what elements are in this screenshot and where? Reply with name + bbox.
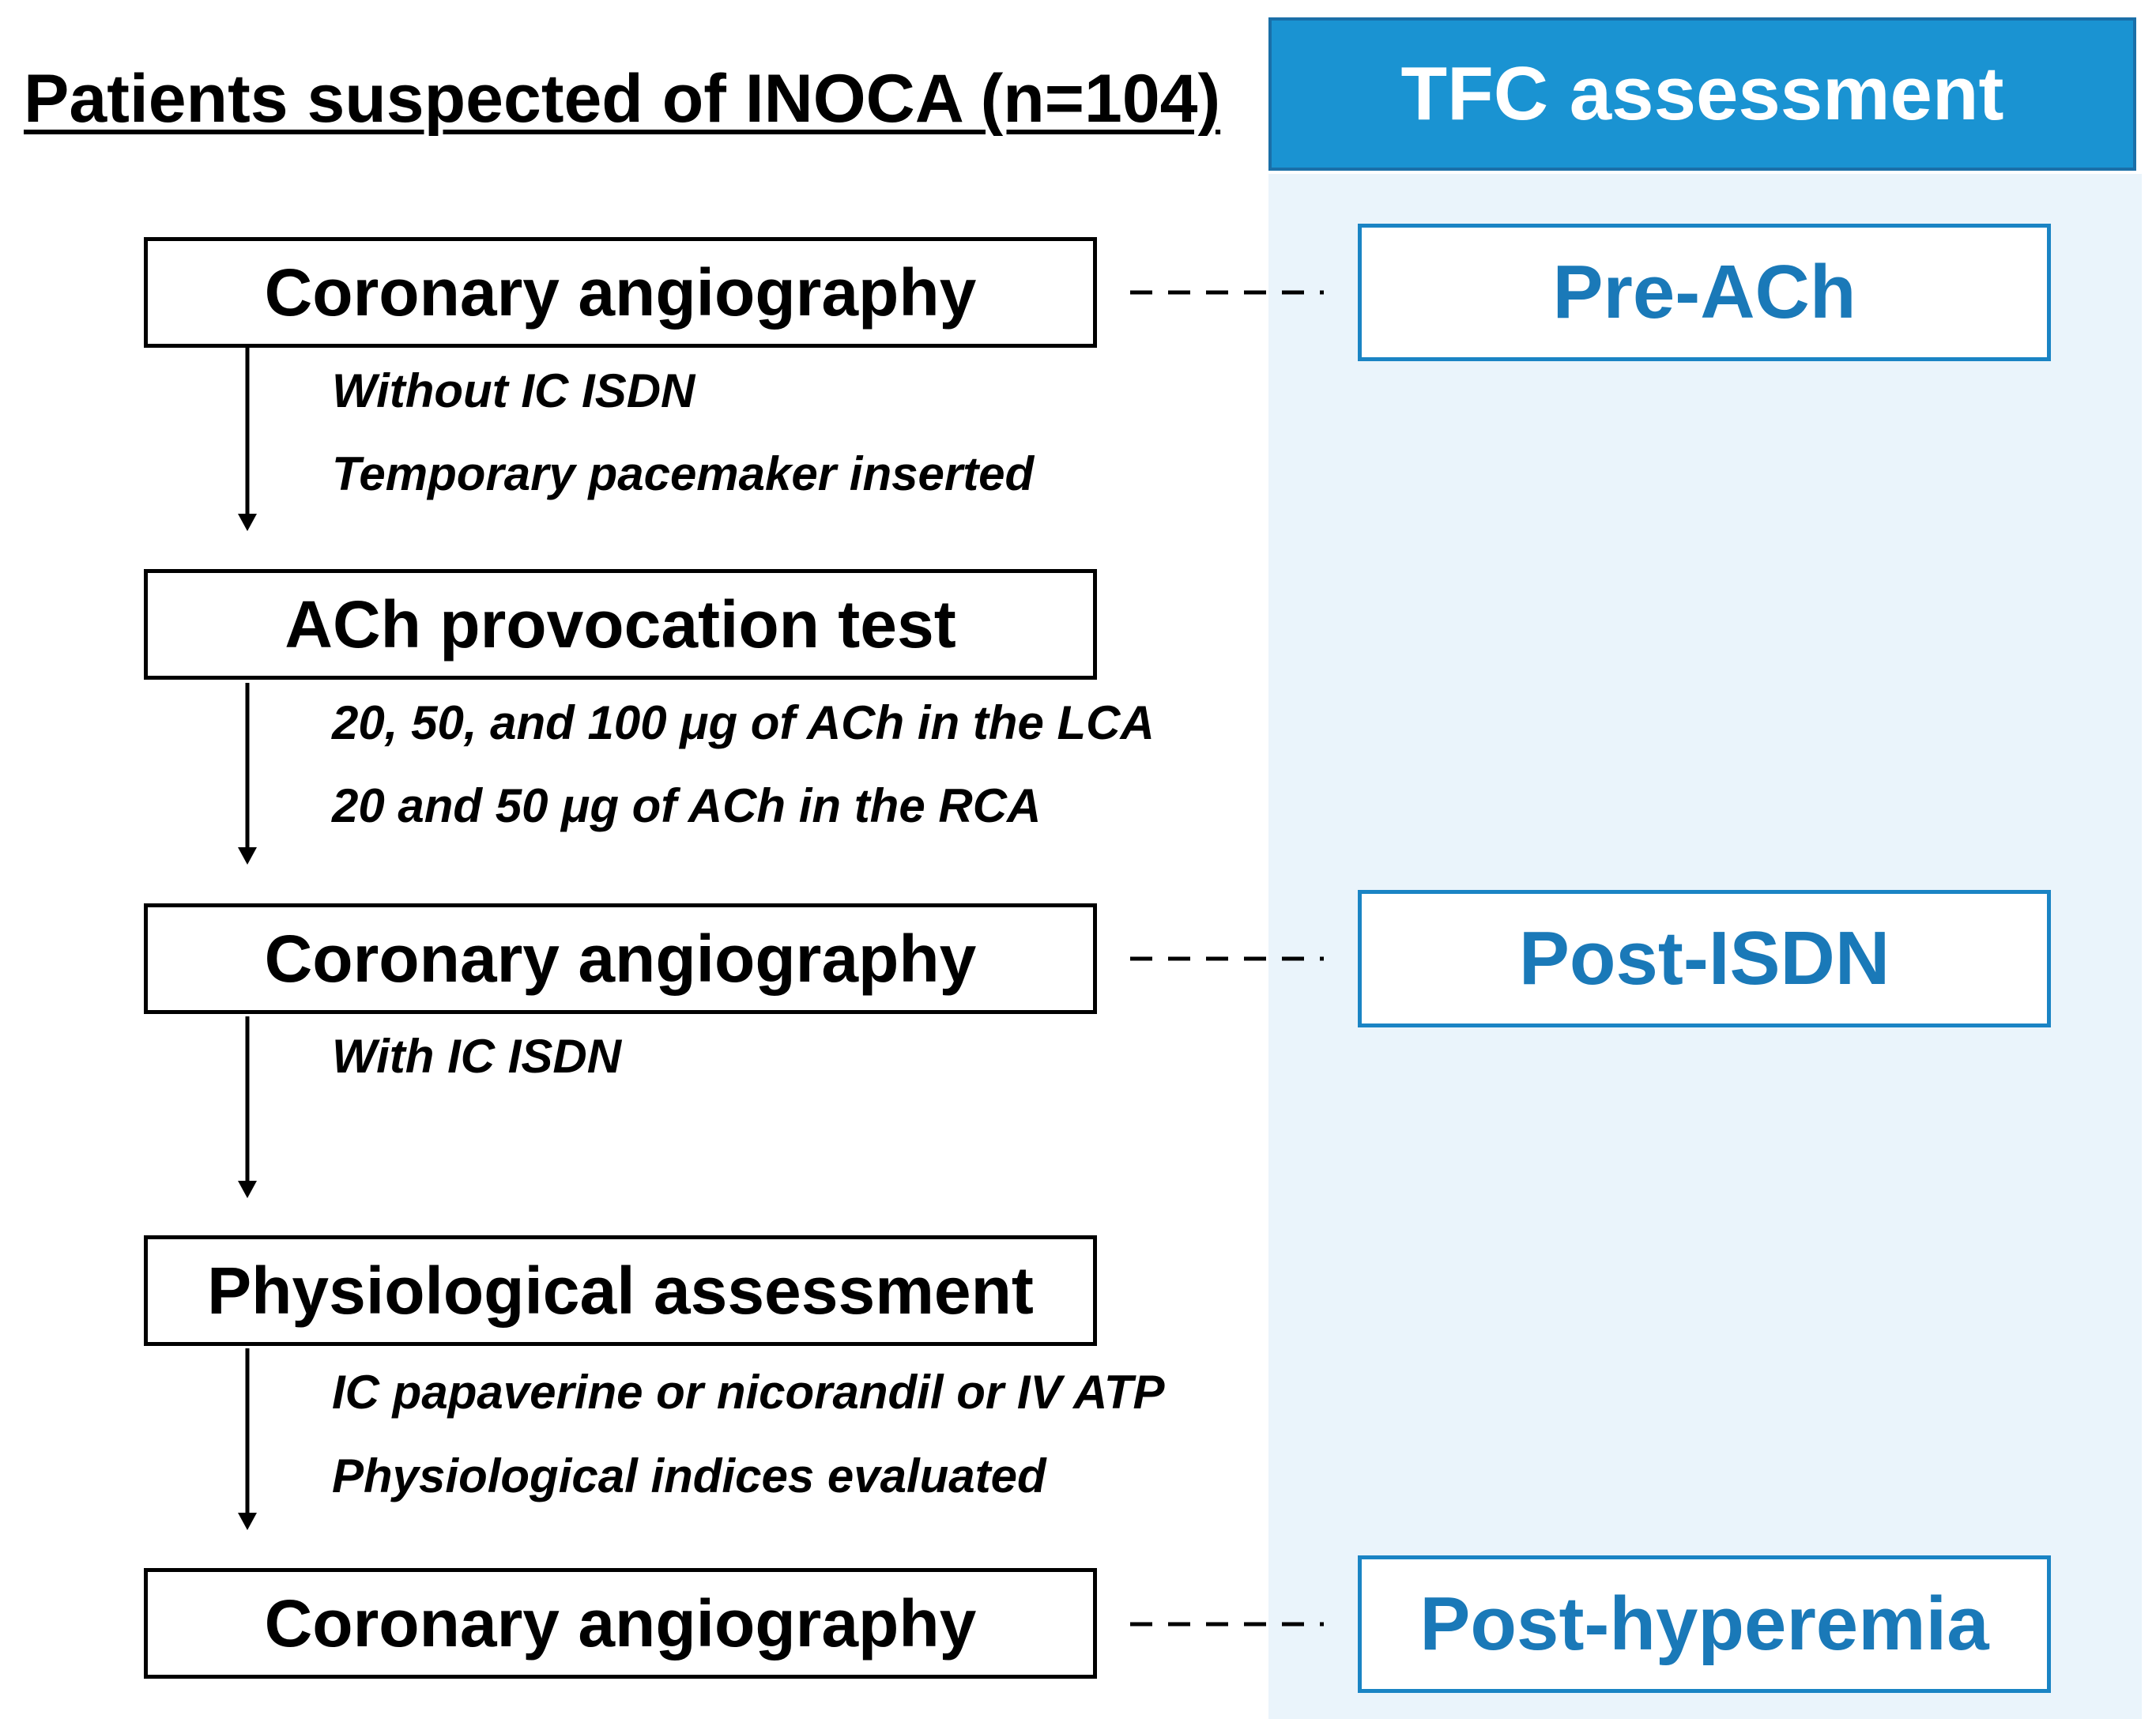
tfc-panel-header: TFC assessment	[1268, 17, 2136, 171]
step-note: 20, 50, and 100 μg of ACh in the LCA	[332, 696, 1155, 749]
stage-pre-ach: Pre-ACh	[1358, 224, 2051, 361]
step-label: ACh provocation test	[285, 586, 956, 662]
step-coronary-angiography-1: Coronary angiography	[144, 237, 1097, 348]
stage-label: Pre-ACh	[1552, 250, 1856, 334]
step-note: IC papaverine or nicorandil or IV ATP	[332, 1366, 1165, 1419]
arrowhead-4	[238, 1513, 257, 1530]
step-label: Physiological assessment	[207, 1253, 1034, 1328]
step-coronary-angiography-2: Coronary angiography	[144, 903, 1097, 1014]
step-physiological-assessment: Physiological assessment	[144, 1235, 1097, 1346]
arrowhead-3	[238, 1181, 257, 1198]
arrowhead-1	[238, 514, 257, 531]
arrowhead-2	[238, 847, 257, 865]
step-note: With IC ISDN	[332, 1030, 622, 1083]
step-label: Coronary angiography	[264, 921, 977, 996]
step-note: 20 and 50 μg of ACh in the RCA	[332, 779, 1042, 832]
step-coronary-angiography-3: Coronary angiography	[144, 1568, 1097, 1679]
step-label: Coronary angiography	[264, 1585, 977, 1661]
step-note: Without IC ISDN	[332, 364, 695, 417]
step-ach-provocation-test: ACh provocation test	[144, 569, 1097, 680]
stage-label: Post-hyperemia	[1419, 1581, 1989, 1666]
step-label: Coronary angiography	[264, 254, 977, 330]
step-note: Temporary pacemaker inserted	[332, 447, 1035, 500]
stage-post-hyperemia: Post-hyperemia	[1358, 1555, 2051, 1693]
diagram-title: Patients suspected of INOCA (n=104)	[24, 61, 1221, 137]
stage-label: Post-ISDN	[1518, 916, 1890, 1001]
stage-post-isdn: Post-ISDN	[1358, 890, 2051, 1027]
step-note: Physiological indices evaluated	[332, 1449, 1046, 1502]
